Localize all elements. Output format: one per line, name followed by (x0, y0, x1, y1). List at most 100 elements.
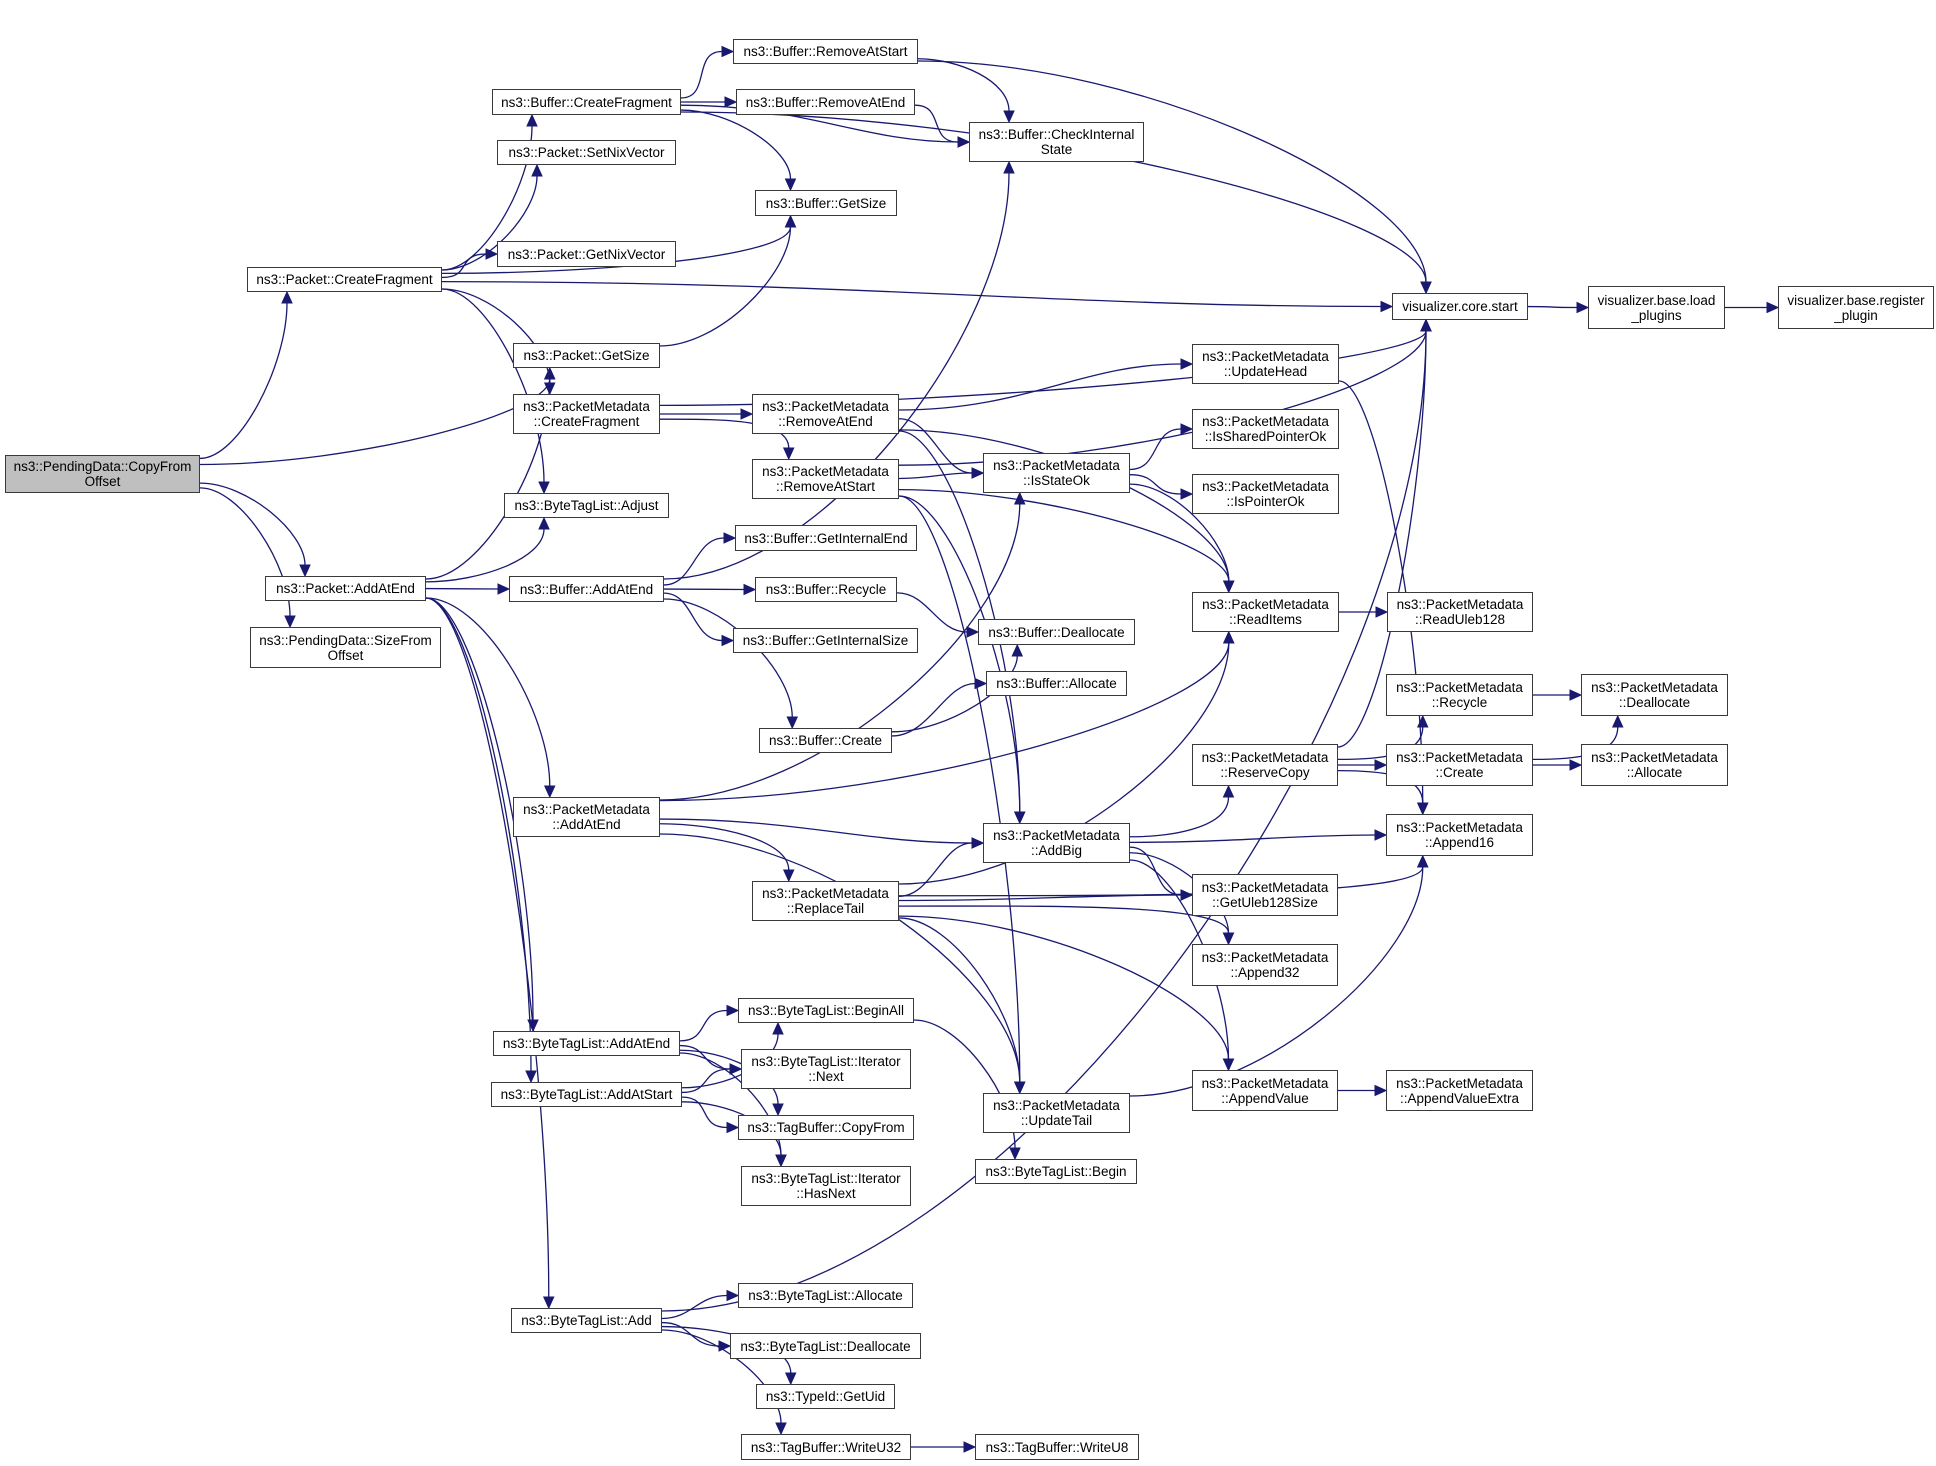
node-pkt-get-nix-vector[interactable]: ns3::Packet::GetNixVector (497, 241, 676, 267)
arrowhead-icon (1416, 802, 1429, 816)
arrowhead-icon (284, 615, 296, 629)
node-btl-adjust[interactable]: ns3::ByteTagList::Adjust (504, 493, 669, 518)
node-pm-get-uleb128-size[interactable]: ns3::PacketMetadata ::GetUleb128Size (1192, 874, 1338, 916)
node-pm-update-head[interactable]: ns3::PacketMetadata ::UpdateHead (1192, 344, 1339, 384)
node-pm-create[interactable]: ns3::PacketMetadata ::Create (1386, 744, 1533, 786)
arrowhead-icon (299, 564, 311, 578)
edge-pkt-add-at-end-to-btl-add (425, 597, 550, 1298)
arrowhead-icon (1180, 358, 1194, 370)
edge-buf-create-to-buf-allocate (891, 682, 976, 737)
node-btl-iter-has-next[interactable]: ns3::ByteTagList::Iterator ::HasNext (741, 1166, 911, 1206)
node-pm-create-fragment[interactable]: ns3::PacketMetadata ::CreateFragment (513, 394, 660, 434)
arrowhead-icon (971, 467, 985, 479)
node-buf-create-fragment[interactable]: ns3::Buffer::CreateFragment (492, 89, 681, 115)
arrowhead-icon (723, 532, 737, 544)
arrowhead-icon (1420, 318, 1432, 332)
node-tb-copy-from[interactable]: ns3::TagBuffer::CopyFrom (738, 1115, 914, 1140)
node-pm-is-state-ok[interactable]: ns3::PacketMetadata ::IsStateOk (983, 453, 1130, 493)
arrowhead-icon (772, 1021, 784, 1035)
arrowhead-icon (1576, 301, 1590, 314)
node-btl-begin[interactable]: ns3::ByteTagList::Begin (975, 1159, 1137, 1184)
arrowhead-icon (1611, 714, 1624, 728)
node-tb-write-u32[interactable]: ns3::TagBuffer::WriteU32 (741, 1434, 911, 1460)
arrowhead-icon (1416, 714, 1429, 728)
node-buf-remove-at-end[interactable]: ns3::Buffer::RemoveAtEnd (736, 89, 915, 115)
node-tb-write-u8[interactable]: ns3::TagBuffer::WriteU8 (975, 1434, 1139, 1460)
arrowhead-icon (726, 1289, 740, 1302)
edge-pm-add-big-to-pm-append-value (1129, 859, 1230, 1060)
node-buf-allocate[interactable]: ns3::Buffer::Allocate (986, 671, 1127, 696)
node-pkt-create-fragment[interactable]: ns3::Packet::CreateFragment (247, 267, 442, 292)
node-pm-append-value[interactable]: ns3::PacketMetadata ::AppendValue (1192, 1070, 1338, 1111)
edge-buf-remove-at-start-to-vis-core-start (917, 60, 1427, 283)
node-pm-recycle[interactable]: ns3::PacketMetadata ::Recycle (1386, 674, 1533, 716)
node-vis-core-start[interactable]: visualizer.core.start (1392, 293, 1528, 320)
edge-pm-is-state-ok-to-pm-is-pointer-ok (1129, 474, 1182, 495)
edge-pm-remove-at-start-to-pm-add-big (898, 495, 1021, 813)
node-pm-reserve-copy[interactable]: ns3::PacketMetadata ::ReserveCopy (1192, 744, 1338, 786)
node-pm-allocate[interactable]: ns3::PacketMetadata ::Allocate (1581, 744, 1728, 786)
node-pm-append32[interactable]: ns3::PacketMetadata ::Append32 (1192, 944, 1338, 986)
node-btl-begin-all[interactable]: ns3::ByteTagList::BeginAll (738, 998, 914, 1023)
edge-pm-remove-at-end-to-pm-is-state-ok (898, 418, 973, 474)
node-pkt-set-nix-vector[interactable]: ns3::Packet::SetNixVector (497, 140, 676, 165)
edge-pm-remove-at-start-to-pm-read-items (898, 488, 1230, 582)
node-buf-recycle[interactable]: ns3::Buffer::Recycle (755, 577, 897, 602)
edge-buf-remove-at-start-to-buf-check-internal-state (917, 58, 1010, 112)
node-pm-update-tail[interactable]: ns3::PacketMetadata ::UpdateTail (983, 1093, 1130, 1133)
edge-pm-replace-tail-to-pm-update-tail (898, 917, 1021, 1083)
node-pm-append-value-extra[interactable]: ns3::PacketMetadata ::AppendValueExtra (1386, 1070, 1533, 1111)
node-btl-add-at-start[interactable]: ns3::ByteTagList::AddAtStart (491, 1082, 682, 1107)
node-pm-is-shared-pointer-ok[interactable]: ns3::PacketMetadata ::IsSharedPointerOk (1192, 409, 1339, 449)
node-vis-register-plugin[interactable]: visualizer.base.register _plugin (1778, 286, 1934, 329)
node-pm-is-pointer-ok[interactable]: ns3::PacketMetadata ::IsPointerOk (1192, 474, 1339, 514)
node-buf-add-at-end[interactable]: ns3::Buffer::AddAtEnd (509, 576, 664, 602)
node-type-id-get-uid[interactable]: ns3::TypeId::GetUid (756, 1384, 895, 1409)
node-btl-iter-next[interactable]: ns3::ByteTagList::Iterator ::Next (741, 1049, 911, 1089)
edge-btl-add-to-vis-core-start (661, 330, 1427, 1312)
node-buf-get-size[interactable]: ns3::Buffer::GetSize (755, 190, 897, 216)
node-btl-allocate[interactable]: ns3::ByteTagList::Allocate (738, 1283, 913, 1308)
node-buf-create[interactable]: ns3::Buffer::Create (759, 728, 892, 753)
node-pm-remove-at-start[interactable]: ns3::PacketMetadata ::RemoveAtStart (752, 459, 899, 499)
node-pm-append16[interactable]: ns3::PacketMetadata ::Append16 (1386, 814, 1533, 856)
node-pm-add-big[interactable]: ns3::PacketMetadata ::AddBig (983, 823, 1130, 863)
arrowhead-icon (1013, 811, 1026, 825)
arrowhead-icon (542, 1296, 555, 1310)
edge-buf-create-fragment-to-buf-get-size (680, 109, 792, 180)
node-size-from-offset[interactable]: ns3::PendingData::SizeFrom Offset (250, 627, 441, 668)
node-pkt-add-at-end[interactable]: ns3::Packet::AddAtEnd (265, 576, 426, 601)
node-btl-add[interactable]: ns3::ByteTagList::Add (511, 1308, 662, 1333)
node-vis-load-plugins[interactable]: visualizer.base.load _plugins (1588, 286, 1725, 329)
arrowhead-icon (1222, 580, 1235, 594)
arrowhead-icon (775, 1154, 787, 1168)
edge-pm-replace-tail-to-pm-append-value (898, 915, 1230, 1060)
arrowhead-icon (526, 113, 538, 127)
node-btl-add-at-end[interactable]: ns3::ByteTagList::AddAtEnd (493, 1031, 680, 1056)
arrowhead-icon (1375, 606, 1389, 618)
edge-vis-core-start-to-vis-load-plugins (1527, 305, 1578, 309)
arrowhead-icon (543, 785, 556, 799)
arrowhead-icon (786, 716, 799, 730)
node-pm-deallocate[interactable]: ns3::PacketMetadata ::Deallocate (1581, 674, 1728, 716)
node-buf-check-internal-state[interactable]: ns3::Buffer::CheckInternal State (969, 122, 1144, 162)
node-pm-remove-at-end[interactable]: ns3::PacketMetadata ::RemoveAtEnd (752, 394, 899, 434)
arrowhead-icon (1009, 1147, 1021, 1161)
node-pm-read-uleb128[interactable]: ns3::PacketMetadata ::ReadUleb128 (1387, 592, 1533, 632)
arrowhead-icon (1222, 1058, 1235, 1072)
node-pm-replace-tail[interactable]: ns3::PacketMetadata ::ReplaceTail (752, 881, 899, 921)
edge-pkt-add-at-end-to-pm-add-at-end (425, 597, 551, 787)
node-btl-deallocate[interactable]: ns3::ByteTagList::Deallocate (730, 1333, 921, 1359)
node-pm-add-at-end[interactable]: ns3::PacketMetadata ::AddAtEnd (513, 797, 660, 837)
edge-buf-add-at-end-to-buf-check-internal-state (663, 172, 1010, 580)
node-buf-remove-at-start[interactable]: ns3::Buffer::RemoveAtStart (733, 39, 918, 64)
node-buf-deallocate[interactable]: ns3::Buffer::Deallocate (978, 619, 1135, 645)
node-pkt-get-size[interactable]: ns3::Packet::GetSize (513, 343, 660, 368)
node-buf-get-internal-end[interactable]: ns3::Buffer::GetInternalEnd (735, 525, 917, 551)
edge-copy-from-offset-to-pkt-get-size (199, 378, 551, 466)
node-buf-get-internal-size[interactable]: ns3::Buffer::GetInternalSize (733, 628, 918, 653)
node-pm-read-items[interactable]: ns3::PacketMetadata ::ReadItems (1192, 592, 1339, 632)
arrowhead-icon (281, 290, 293, 304)
